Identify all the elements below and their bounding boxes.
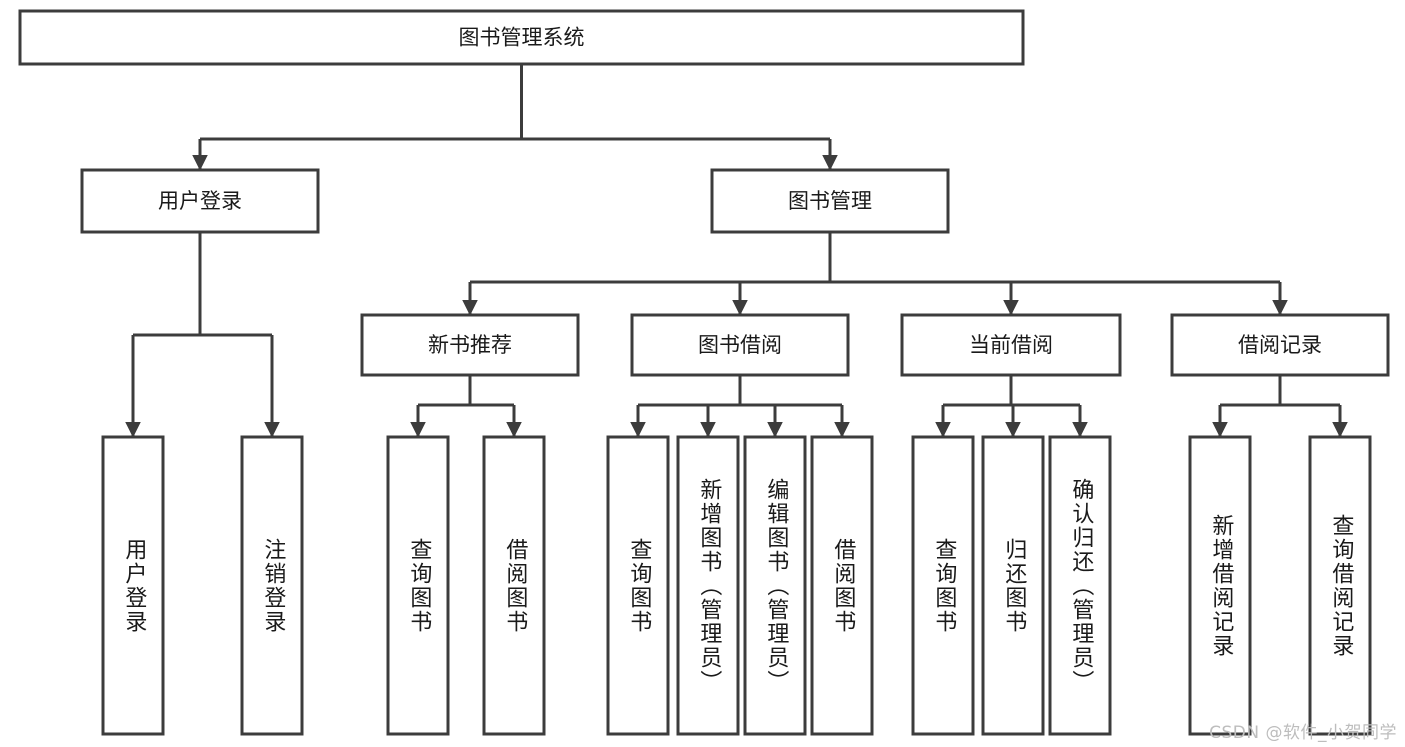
node-box[interactable] [1170,313,1390,377]
node-box[interactable] [482,435,546,736]
node-box[interactable] [810,435,874,736]
node-label: 图书管理系统 [459,26,585,50]
node-label: 用户登录 [158,189,242,213]
node-box[interactable] [676,435,740,736]
leaf-node-11-新增借阅记录[interactable] [1188,435,1252,736]
node-label: 图书借阅 [698,333,782,357]
node-box[interactable] [1048,435,1112,736]
leaf-node-3-借阅图书[interactable] [482,435,546,736]
leaf-node-0-用户登录[interactable] [101,435,165,736]
leaf-node-12-查询借阅记录[interactable] [1308,435,1372,736]
node-box[interactable] [743,435,807,736]
node-level2-借阅记录[interactable]: 借阅记录 [1170,313,1390,377]
node-box[interactable] [981,435,1045,736]
node-box[interactable] [80,168,320,234]
node-level1-用户登录[interactable]: 用户登录 [80,168,320,234]
leaf-node-6-编辑图书（管理员）[interactable] [743,435,807,736]
leaf-node-4-查询图书[interactable] [606,435,670,736]
node-box[interactable] [710,168,950,234]
node-box[interactable] [606,435,670,736]
node-level2-图书借阅[interactable]: 图书借阅 [630,313,850,377]
node-label: 图书管理 [788,189,872,213]
leaf-node-7-借阅图书[interactable] [810,435,874,736]
node-box[interactable] [386,435,450,736]
node-label: 借阅记录 [1238,333,1322,357]
leaf-node-9-归还图书[interactable] [981,435,1045,736]
node-level2-当前借阅[interactable]: 当前借阅 [900,313,1122,377]
node-label: 新书推荐 [428,333,512,357]
node-root-图书管理系统[interactable]: 图书管理系统 [18,9,1025,66]
leaf-node-1-注销登录[interactable] [240,435,304,736]
node-box[interactable] [900,313,1122,377]
node-box[interactable] [630,313,850,377]
node-label: 当前借阅 [969,333,1053,357]
node-level1-图书管理[interactable]: 图书管理 [710,168,950,234]
leaf-node-2-查询图书[interactable] [386,435,450,736]
node-box[interactable] [101,435,165,736]
node-box[interactable] [18,9,1025,66]
csdn-watermark: CSDN @软件_小贺同学 [1209,723,1397,743]
node-box[interactable] [1188,435,1252,736]
node-box[interactable] [240,435,304,736]
leaf-node-5-新增图书（管理员）[interactable] [676,435,740,736]
node-level2-新书推荐[interactable]: 新书推荐 [360,313,580,377]
leaf-node-8-查询图书[interactable] [911,435,975,736]
node-box[interactable] [360,313,580,377]
node-box[interactable] [1308,435,1372,736]
leaf-node-10-确认归还（管理员）[interactable] [1048,435,1112,736]
node-box[interactable] [911,435,975,736]
connector-lines [125,64,1348,438]
